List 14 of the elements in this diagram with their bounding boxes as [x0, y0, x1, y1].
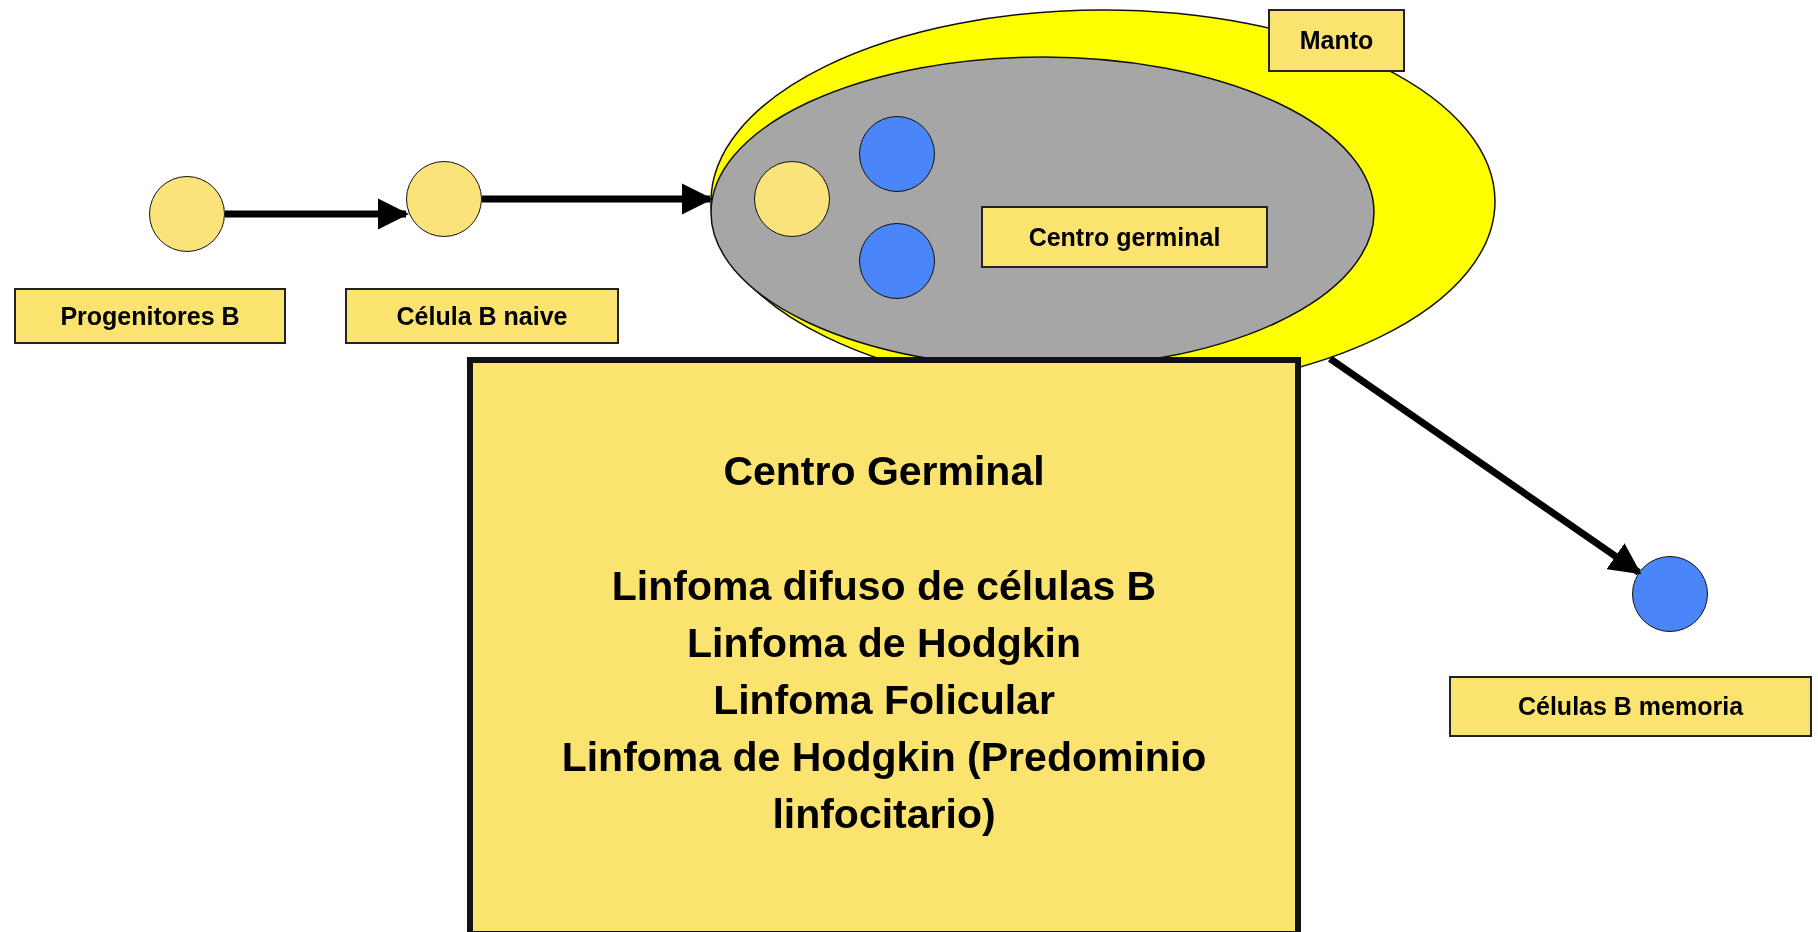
arrow	[1328, 355, 1642, 576]
cell-label: Manto	[1268, 9, 1405, 72]
arrow	[482, 183, 714, 215]
lymphoma-name: Linfoma de Hodgkin	[686, 619, 1081, 668]
lymphoma-name: Linfoma de Hodgkin (Predominio linfocitario)	[560, 733, 1208, 839]
lymphoma-name: Linfoma difuso de células B	[611, 562, 1157, 611]
arrow	[225, 198, 410, 230]
cell-label: Centro germinal	[981, 206, 1268, 268]
cell-label: Progenitores B	[14, 288, 286, 344]
info-box	[467, 357, 1301, 932]
cell-label: Células B memoria	[1449, 676, 1812, 737]
box-title: Centro Germinal	[723, 447, 1045, 496]
lymphoma-name: Linfoma Folicular	[713, 676, 1055, 725]
cell-label: Célula B naive	[345, 288, 619, 344]
